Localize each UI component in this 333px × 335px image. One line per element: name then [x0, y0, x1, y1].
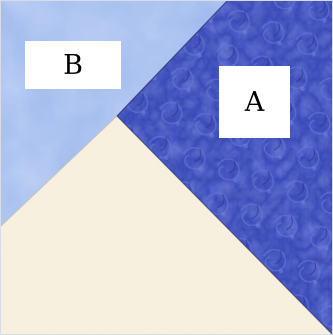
label-b-text: B	[63, 52, 83, 79]
label-b: B	[25, 41, 121, 89]
label-a: A	[219, 66, 290, 138]
label-a-text: A	[245, 89, 265, 116]
